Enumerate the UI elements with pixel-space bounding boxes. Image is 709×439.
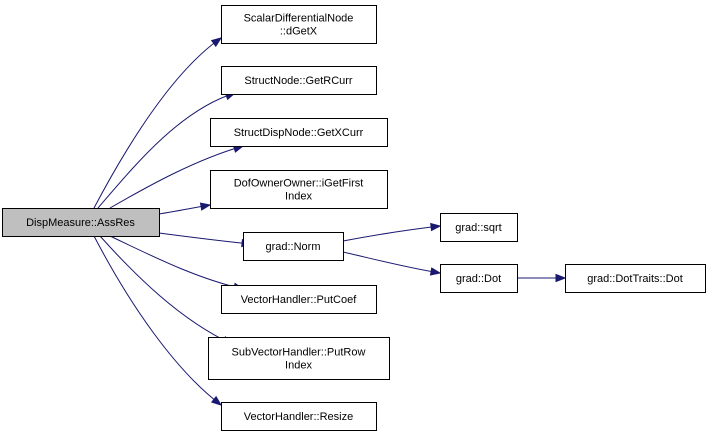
node-label: VectorHandler::Resize — [244, 411, 353, 423]
edge-line — [342, 251, 441, 274]
arrow-head-icon — [429, 267, 442, 276]
graph-node[interactable]: grad::Dot — [440, 264, 518, 293]
node-label: grad::sqrt — [455, 222, 501, 234]
node-label: DofOwnerOwner::iGetFirst — [234, 178, 364, 190]
node-box — [210, 118, 388, 147]
edge-line — [109, 235, 244, 290]
edges-layer — [93, 37, 567, 406]
edge-line — [158, 232, 252, 245]
edge-line — [99, 235, 233, 345]
arrow-head-icon — [210, 395, 223, 406]
node-label: grad::DotTraits::Dot — [587, 273, 683, 285]
node-box — [221, 285, 377, 314]
node-label: Index — [285, 191, 312, 203]
node-label: ScalarDifferentialNode — [244, 13, 354, 25]
edge-n0-n1 — [93, 37, 223, 209]
node-box — [221, 5, 377, 44]
graph-node[interactable]: VectorHandler::PutCoef — [221, 285, 377, 314]
edge-line — [97, 92, 236, 209]
node-label: DispMeasure::AssRes — [26, 217, 135, 229]
node-box — [221, 66, 377, 95]
node-label: ::dGetX — [280, 26, 318, 38]
graph-node[interactable]: StructDispNode::GetXCurr — [210, 118, 388, 147]
graph-node[interactable]: StructNode::GetRCurr — [221, 66, 377, 95]
node-label: StructDispNode::GetXCurr — [234, 127, 364, 139]
node-box — [440, 264, 518, 293]
node-label: grad::Norm — [265, 241, 320, 253]
node-label: grad::Dot — [456, 273, 501, 285]
edge-n5-n9 — [342, 222, 442, 242]
graph-node[interactable]: grad::Norm — [243, 232, 344, 261]
graph-node[interactable]: grad::sqrt — [440, 213, 518, 242]
node-box — [243, 232, 344, 261]
graph-node[interactable]: grad::DotTraits::Dot — [565, 264, 706, 293]
edge-n0-n4 — [158, 202, 212, 215]
node-box — [221, 402, 377, 431]
edge-n0-n8 — [93, 235, 223, 406]
arrow-head-icon — [430, 222, 442, 232]
edge-n0-n5 — [158, 232, 253, 248]
node-label: SubVectorHandler::PutRow — [232, 347, 366, 359]
edge-line — [342, 225, 441, 242]
nodes-layer: DispMeasure::AssRes ScalarDifferentialNod… — [2, 5, 706, 431]
graph-node[interactable]: ScalarDifferentialNode::dGetX — [221, 5, 377, 44]
edge-n0-n6 — [109, 235, 245, 291]
node-label: StructNode::GetRCurr — [244, 75, 353, 87]
edge-line — [93, 37, 222, 209]
node-label: Index — [285, 360, 312, 372]
edge-line — [93, 235, 222, 406]
edge-n5-n10 — [342, 251, 442, 276]
graph-node[interactable]: VectorHandler::Resize — [221, 402, 377, 431]
edge-n0-n7 — [99, 235, 234, 345]
arrow-head-icon — [210, 37, 223, 48]
arrow-head-icon — [199, 202, 212, 211]
arrow-head-icon — [555, 273, 567, 283]
node-box — [565, 264, 706, 293]
root-node[interactable]: DispMeasure::AssRes — [2, 208, 160, 237]
node-box — [440, 213, 518, 242]
edge-line — [109, 145, 244, 209]
node-box — [210, 170, 388, 209]
node-label: VectorHandler::PutCoef — [241, 294, 358, 306]
node-box — [2, 208, 160, 237]
node-box — [208, 337, 390, 380]
edge-n10-n11 — [517, 273, 567, 283]
